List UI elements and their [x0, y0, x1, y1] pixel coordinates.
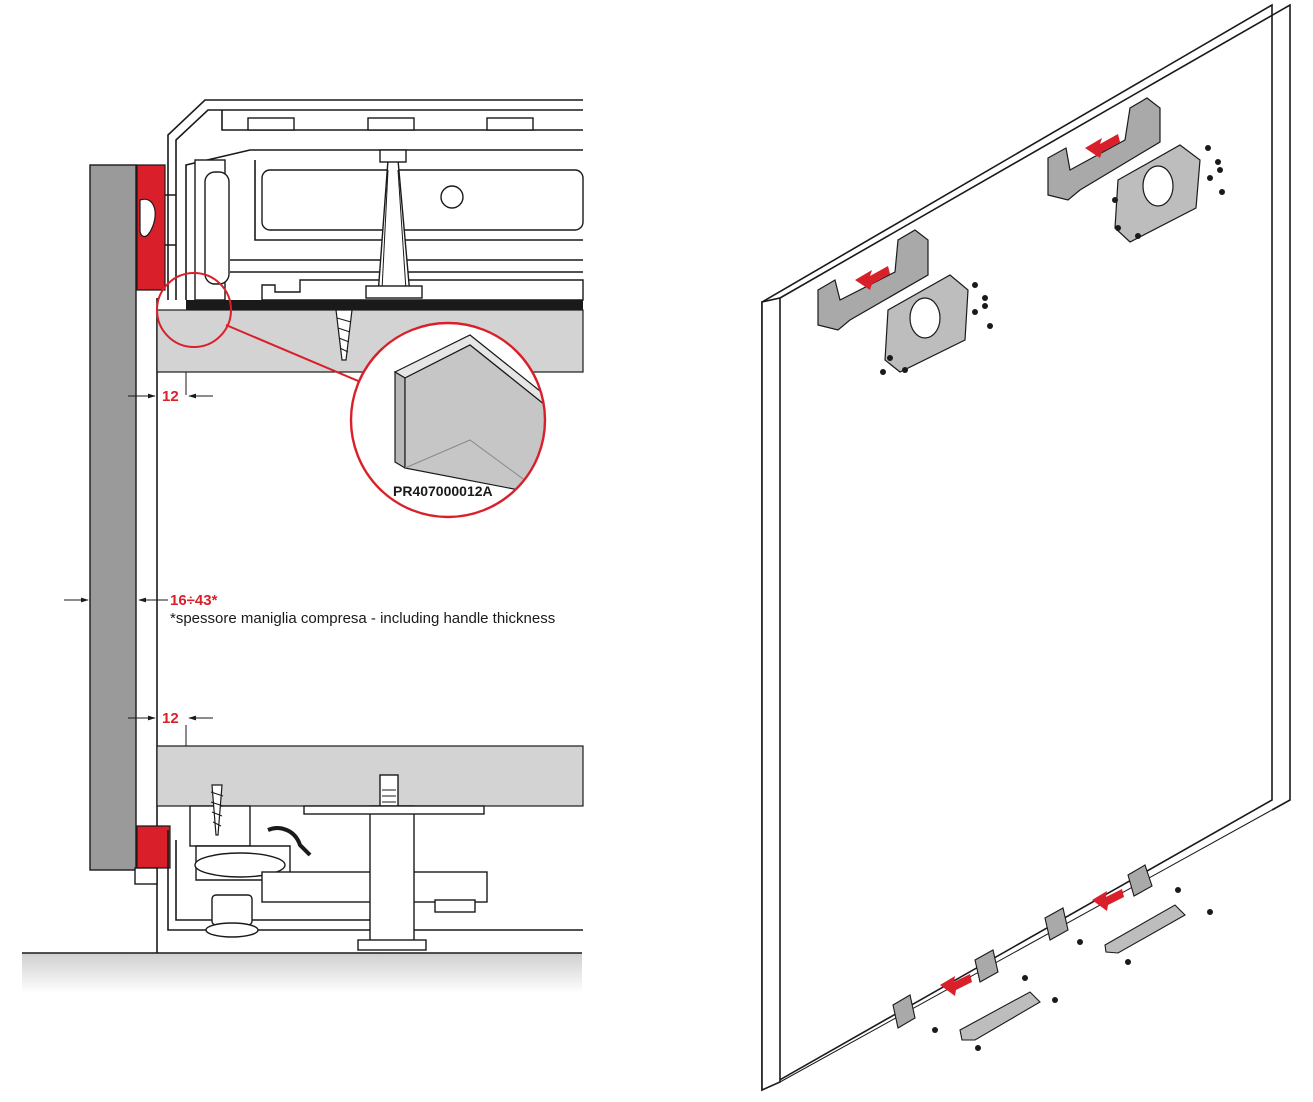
screw-icon — [880, 282, 993, 375]
section-view: 12 16÷43* *spessore maniglia compresa - … — [22, 99, 584, 993]
dimension-door-footnote: *spessore maniglia compresa - including … — [170, 610, 555, 627]
detail-callout-marker — [156, 272, 232, 348]
insert-arrow-icon — [940, 974, 972, 996]
insert-arrow-icon — [855, 266, 890, 290]
dimension-top: 12 — [128, 388, 213, 405]
door-edge — [761, 297, 781, 1092]
dimension-door-label: 16÷43* — [170, 592, 218, 609]
bottom-guide-set — [892, 864, 1213, 1051]
top-track-mechanism — [136, 99, 584, 361]
insert-arrow-icon — [1085, 134, 1120, 158]
top-hanger-set-left — [817, 229, 993, 375]
detail-part-code: PR407000012A — [393, 483, 493, 499]
floor — [22, 953, 582, 993]
dimension-bottom: 12 — [128, 710, 213, 727]
dimension-bottom-label: 12 — [162, 710, 179, 727]
dimension-door: 16÷43* *spessore maniglia compresa - inc… — [64, 592, 555, 627]
door-panel — [89, 164, 137, 871]
dimension-top-label: 12 — [162, 388, 179, 405]
detail-callout: PR407000012A — [349, 321, 547, 519]
insert-arrow-icon — [1092, 889, 1124, 911]
bottom-guide-mechanism — [134, 774, 583, 951]
screw-icon — [1112, 145, 1225, 239]
door-isometric-view — [761, 3, 1291, 1092]
top-hanger-set-right — [1047, 97, 1225, 243]
screw-icon — [932, 887, 1213, 1051]
